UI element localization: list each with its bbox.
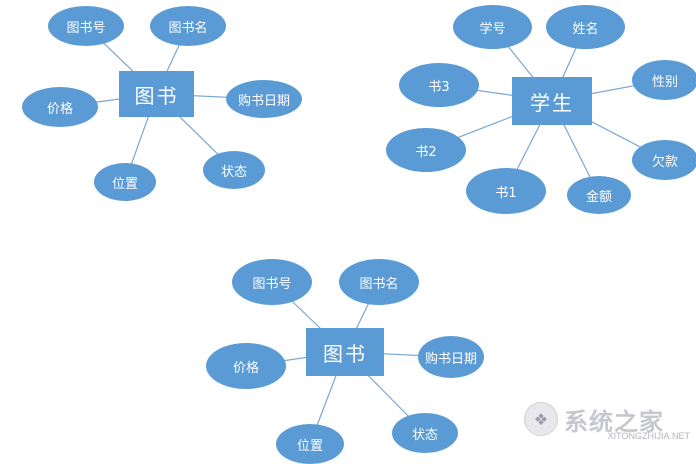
attr-student-id: 学号: [453, 5, 532, 49]
attr-student-book2: 书2: [386, 128, 466, 172]
watermark-text: 系统之家: [564, 406, 664, 436]
attr-book-top-price: 价格: [22, 87, 98, 127]
attr-student-debt: 欠款: [632, 140, 696, 180]
attr-book-bottom-status: 状态: [392, 413, 458, 453]
attr-book-bottom-location: 位置: [276, 424, 344, 464]
connector-layer: [59, 25, 666, 444]
attr-student-amount: 金额: [567, 176, 631, 214]
attr-book-bottom-book-name: 图书名: [339, 259, 419, 305]
attr-student-book3: 书3: [399, 63, 479, 107]
attr-book-top-location: 位置: [94, 163, 156, 201]
entity-student: 学生: [512, 77, 592, 125]
windows-logo-icon: ❖: [524, 402, 558, 436]
attr-student-gender: 性别: [632, 60, 696, 100]
entity-book-top: 图书: [119, 71, 194, 117]
attr-book-top-book-id: 图书号: [48, 6, 124, 46]
attr-book-top-book-name: 图书名: [150, 6, 226, 46]
er-diagram-canvas: 图书 图书号 图书名 购书日期 状态 位置 价格 学生 学号 姓名 性别 欠款 …: [22, 5, 696, 464]
attr-book-bottom-book-id: 图书号: [232, 259, 312, 305]
attr-book-bottom-price: 价格: [206, 343, 286, 389]
attr-student-book1: 书1: [466, 168, 546, 214]
attr-book-top-status: 状态: [203, 151, 265, 189]
entity-book-bottom: 图书: [306, 328, 384, 376]
attr-book-bottom-purchase-date: 购书日期: [418, 336, 484, 378]
watermark-url: XITONGZHIJIA.NET: [607, 431, 690, 441]
watermark: ❖ 系统之家 XITONGZHIJIA.NET: [524, 396, 692, 442]
attr-book-top-purchase-date: 购书日期: [226, 80, 302, 118]
attr-student-name: 姓名: [546, 5, 625, 49]
